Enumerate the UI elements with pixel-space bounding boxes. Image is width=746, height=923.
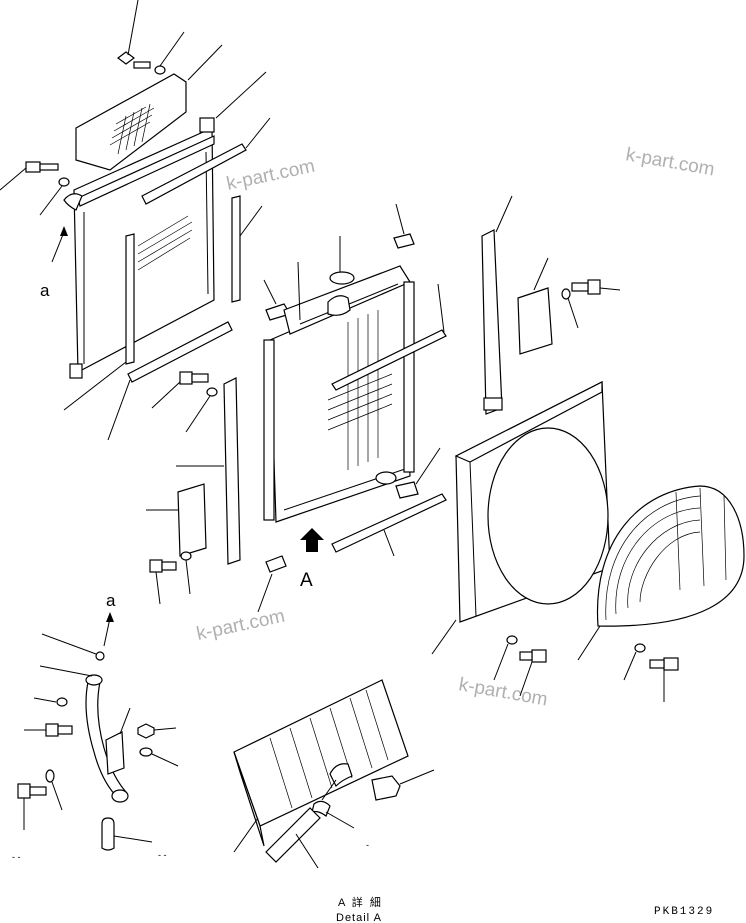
washer	[180, 551, 192, 595]
mounting-plate	[517, 257, 553, 355]
drain-valve	[371, 769, 435, 801]
view-a-label: A	[300, 570, 313, 591]
cushion-block	[393, 203, 415, 249]
bolt	[17, 783, 47, 830]
washer	[33, 697, 68, 707]
bolt	[571, 279, 621, 295]
seal-strip	[141, 117, 271, 205]
cushion-block	[257, 555, 287, 613]
svg-text:- -: - -	[158, 850, 167, 860]
nut	[137, 723, 177, 739]
hose-clamp	[101, 817, 153, 851]
side-bracket	[176, 377, 241, 565]
washer	[139, 747, 179, 767]
detail-a-caption: A 詳 細	[338, 895, 383, 909]
bolt	[649, 657, 679, 702]
fan-guard	[577, 485, 745, 661]
washer	[39, 177, 70, 216]
mounting-plate	[146, 483, 207, 557]
drain-hose	[265, 807, 321, 869]
radiator-lower-tank	[233, 679, 409, 853]
bolt	[151, 371, 209, 409]
view-arrow-a: A	[300, 528, 324, 591]
wing-bolt	[117, 0, 151, 69]
svg-text:- -: - -	[12, 852, 21, 862]
svg-text:-: -	[366, 840, 369, 850]
cushion-block	[395, 447, 441, 499]
arrow-a-bottom: a	[103, 591, 116, 647]
radiator-core	[263, 261, 415, 523]
washer	[623, 643, 646, 681]
water-hose	[39, 665, 129, 803]
bracket-plate	[105, 707, 131, 775]
washer	[45, 769, 63, 811]
bolt	[24, 723, 73, 737]
watermark: k-part.com	[225, 156, 317, 195]
drain-elbow	[321, 763, 353, 801]
washer	[493, 635, 518, 681]
fan-shroud	[431, 381, 611, 655]
clamp	[41, 633, 105, 661]
watermark: k-part.com	[624, 144, 716, 180]
washer	[154, 31, 185, 75]
support-bracket	[481, 195, 513, 415]
bolt	[149, 559, 177, 605]
seal-strip	[231, 195, 263, 303]
watermark: k-part.com	[195, 606, 287, 645]
seal-strip	[107, 321, 233, 441]
seal-strip	[331, 283, 447, 391]
condenser	[69, 71, 267, 379]
arrow-a-label: a	[106, 591, 116, 610]
part-code: PKB1329	[654, 906, 714, 918]
radiator-cap	[329, 236, 355, 285]
drain-clamp	[311, 800, 355, 829]
bolt	[0, 161, 59, 191]
seal-strip	[331, 493, 447, 557]
detail-a-caption-english: Detail A	[336, 912, 382, 923]
hose-joint	[63, 193, 83, 211]
seal-strip	[63, 233, 135, 411]
washer	[185, 387, 218, 433]
washer	[561, 288, 579, 329]
watermark: k-part.com	[457, 674, 549, 710]
arrow-a-top: a	[40, 226, 68, 300]
rain-screen	[75, 44, 223, 171]
bolt	[519, 649, 547, 697]
arrow-a-label: a	[40, 281, 50, 300]
